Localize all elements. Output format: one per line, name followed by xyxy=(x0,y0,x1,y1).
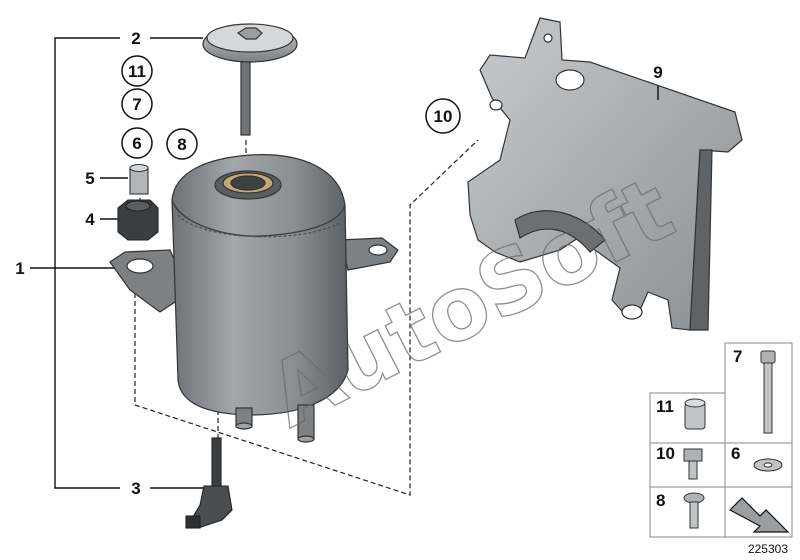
callout-9: 9 xyxy=(653,63,662,82)
callout-6: 6 xyxy=(132,134,141,153)
diagram-code: 225303 xyxy=(748,542,788,556)
legend-label-6: 6 xyxy=(731,444,740,463)
callout-2: 2 xyxy=(131,29,140,48)
circled-callouts xyxy=(121,55,461,160)
legend-screw-8 xyxy=(683,492,705,529)
leader-lines xyxy=(30,37,205,489)
legend-washer-6 xyxy=(753,458,783,472)
level-sensor xyxy=(185,437,233,529)
expansion-tank xyxy=(109,154,399,443)
reservoir-cap xyxy=(202,23,298,136)
callout-8: 8 xyxy=(177,135,186,154)
mounting-bracket xyxy=(467,17,743,331)
callout-10: 10 xyxy=(434,107,453,126)
callout-5: 5 xyxy=(85,169,94,188)
callout-3: 3 xyxy=(131,479,140,498)
legend-grid xyxy=(649,342,793,538)
callout-4: 4 xyxy=(85,210,95,229)
arrow-icon xyxy=(729,497,790,533)
callout-7: 7 xyxy=(132,95,141,114)
rubber-mount xyxy=(117,199,159,241)
callout-11: 11 xyxy=(128,62,146,81)
legend-sleeve-11 xyxy=(684,398,706,430)
legend-label-7: 7 xyxy=(733,347,742,366)
legend-label-11: 11 xyxy=(656,397,674,416)
spacer-sleeve xyxy=(129,163,149,195)
legend-bolt-7 xyxy=(760,350,776,434)
callout-1: 1 xyxy=(15,259,24,278)
legend-screw-10 xyxy=(683,448,703,480)
legend-label-10: 10 xyxy=(656,444,675,463)
legend-label-8: 8 xyxy=(656,491,665,510)
